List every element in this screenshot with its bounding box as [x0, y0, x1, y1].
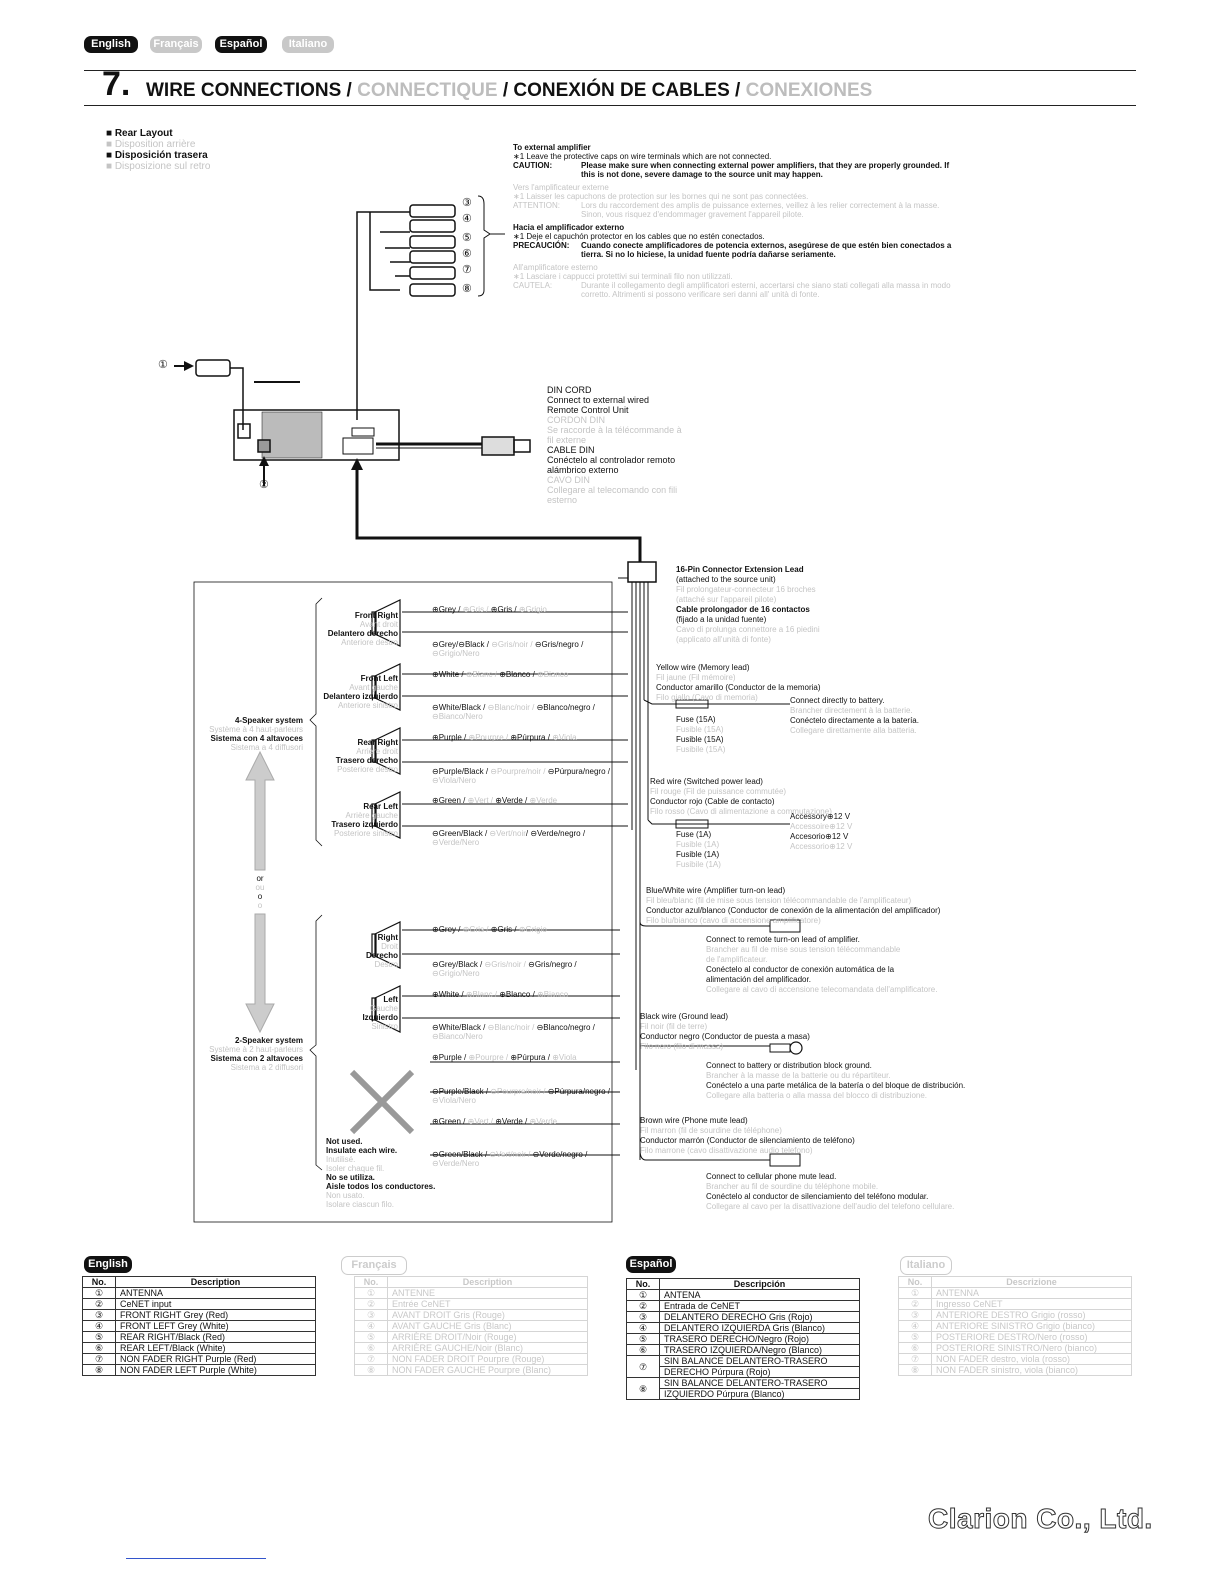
red-wire-text: Red wire (Switched power lead)Fil rouge … — [650, 777, 832, 816]
section-number: 7. — [102, 65, 131, 103]
section-header: 7. WIRE CONNECTIONS / CONNECTIQUE / CONE… — [84, 65, 1136, 106]
amp-caution-it: CAUTELA: Durante il collegamento degli a… — [513, 281, 951, 299]
amp-note-fr: ∗1 Laisser les capuchons de protection s… — [513, 192, 809, 201]
wire-fl-pos: ⊕White / ⊕Blanc / ⊕Blanco / ⊕Bianco — [432, 670, 569, 679]
wire-rr-pos: ⊕Purple / ⊕Pourpre / ⊕Púrpura / ⊕Viola — [432, 733, 577, 742]
callout-8: ⑧ — [462, 283, 472, 295]
callout-1: ① — [158, 359, 168, 371]
wire-green-unused: ⊕Green / ⊕Vert / ⊕Verde / ⊕Verde — [432, 1117, 558, 1126]
speaker-frame — [193, 581, 613, 1223]
table-tab-french: Français — [341, 1256, 407, 1275]
rca-plugs — [409, 204, 456, 297]
bluewhite-wire-text: Blue/White wire (Amplifier turn-on lead)… — [646, 886, 941, 925]
amp-title-es: Hacia el amplificador externo — [513, 223, 625, 232]
wire-fr-neg: ⊖Grey/⊖Black / ⊖Gris/noir / ⊖Gris/negro … — [432, 640, 584, 658]
table-tab-italian: Italiano — [900, 1256, 952, 1275]
yellow-fuse-text: Fuse (15A)Fusible (15A) Fusible (15A)Fus… — [676, 715, 726, 754]
amp-note-en: ∗1 Leave the protective caps on wire ter… — [513, 152, 772, 161]
rear-layout-es: ■ Disposición trasera — [106, 150, 208, 161]
wire-rl-neg: ⊖Green/Black / ⊖Vert/noir/ ⊖Verde/negro … — [432, 829, 586, 847]
rear-layout-heading: ■ Rear Layout ■ Disposition arrière ■ Di… — [106, 128, 210, 172]
title-fr: CONNECTIQUE — [357, 80, 498, 101]
wire-purple-unused: ⊕Purple / ⊕Pourpre / ⊕Púrpura / ⊕Viola — [432, 1053, 577, 1062]
wire-purple-neg-unused: ⊖Purple/Black / ⊖Pourpre/noir / ⊖Púrpura… — [432, 1087, 610, 1105]
red-fuse-text: Fuse (1A)Fusible (1A) Fusible (1A)Fusibi… — [676, 830, 721, 869]
rear-layout-fr: ■ Disposition arrière — [106, 139, 196, 150]
brown-wire-text: Brown wire (Phone mute lead)Fil marron (… — [640, 1116, 855, 1155]
connector-16pin — [627, 561, 657, 583]
wire-fl-neg: ⊖White/Black / ⊖Blanc/noir / ⊖Blanco/neg… — [432, 703, 595, 721]
not-used-text: Not used.Insulate each wire. Inutilisé.I… — [326, 1137, 436, 1209]
amp-caution-fr: ATTENTION: Lors du raccordement des ampl… — [513, 201, 940, 219]
amp-note-it: ∗1 Lasciare i cappucci protettivi sui te… — [513, 272, 733, 281]
brown-connect-text: Connect to cellular phone mute lead.Bran… — [706, 1172, 955, 1211]
speaker-shapes — [371, 599, 401, 1033]
lang-tab-french[interactable]: Français — [150, 36, 202, 53]
black-wire-text: Black wire (Ground lead)Fil noir (fil de… — [640, 1012, 810, 1051]
callout-2: ② — [259, 479, 269, 491]
amp-note-es: ∗1 Deje el capuchón protector en los cab… — [513, 232, 765, 241]
head-unit — [233, 409, 400, 461]
or-arrow — [245, 750, 275, 1034]
wire-green-neg-unused: ⊖Green/Black / ⊖Vert/noir / ⊖Verde/negro… — [432, 1150, 588, 1168]
table-tab-spanish: Español — [626, 1256, 676, 1273]
callout-5: ⑤ — [462, 232, 472, 244]
callout-6: ⑥ — [462, 248, 472, 260]
amp-caution-en: CAUTION: Please make sure when connectin… — [513, 161, 950, 179]
amp-text-block: To external amplifier ∗1 Leave the prote… — [513, 143, 958, 299]
footer-rule — [126, 1558, 266, 1559]
amp-title-fr: Vers l'amplificateur externe — [513, 183, 609, 192]
main-harness — [355, 462, 642, 562]
wire-rl-pos: ⊕Green / ⊕Vert / ⊕Verde / ⊕Verde — [432, 796, 558, 805]
clarion-logo: Clarion Co., Ltd. — [928, 1503, 1153, 1535]
wire-r-pos: ⊕Grey / ⊕Gris / ⊕Gris / ⊕Grigio — [432, 925, 547, 934]
wire-r-neg: ⊖Grey/Black / ⊖Gris/noir / ⊖Gris/negro /… — [432, 960, 577, 978]
title-es: / CONEXIÓN DE CABLES / — [502, 80, 741, 101]
lang-tab-english[interactable]: English — [84, 36, 138, 53]
connector-16-text: 16-Pin Connector Extension Lead(attached… — [676, 565, 820, 644]
title-it: CONEXIONES — [745, 80, 873, 101]
amp-caution-es: PRECAUCIÓN: Cuando conecte amplificadore… — [513, 241, 952, 259]
title-en: WIRE CONNECTIONS / — [146, 80, 352, 101]
lang-tab-italian[interactable]: Italiano — [282, 36, 334, 53]
rca-cable-trunk — [356, 211, 410, 420]
callout-3: ③ — [462, 197, 472, 209]
rear-layout-en: ■ Rear Layout — [106, 128, 173, 139]
rear-layout-it: ■ Disposizione sul retro — [106, 161, 211, 172]
wire-l-neg: ⊖White/Black / ⊖Blanc/noir / ⊖Blanco/neg… — [432, 1023, 595, 1041]
table-tab-english: English — [84, 1256, 132, 1273]
lang-tab-spanish[interactable]: Español — [215, 36, 267, 53]
section-title: WIRE CONNECTIONS / CONNECTIQUE / CONEXIÓ… — [146, 80, 872, 102]
yellow-connect-text: Connect directly to battery.Brancher dir… — [790, 696, 919, 735]
amp-title-it: All'amplificatore esterno — [513, 263, 598, 272]
yellow-wire-text: Yellow wire (Memory lead)Fil jaune (Fil … — [656, 663, 821, 702]
callout-7: ⑦ — [462, 264, 472, 276]
not-used-cross — [349, 1069, 415, 1135]
wire-l-pos: ⊕White / ⊕Blanc / ⊕Blanco / ⊕Bianco — [432, 990, 569, 999]
black-connect-text: Connect to battery or distribution block… — [706, 1061, 966, 1100]
amp-title-en: To external amplifier — [513, 143, 591, 152]
wire-rr-neg: ⊖Purple/Black / ⊖Pourpre/noir / ⊖Púrpura… — [432, 767, 610, 785]
callout-4: ④ — [462, 213, 472, 225]
bluewhite-connect-text: Connect to remote turn-on lead of amplif… — [706, 935, 938, 994]
antenna-lead — [230, 367, 244, 430]
wire-fr-pos: ⊕Grey / ⊕Gris / ⊕Gris / ⊕Grigio — [432, 605, 547, 614]
